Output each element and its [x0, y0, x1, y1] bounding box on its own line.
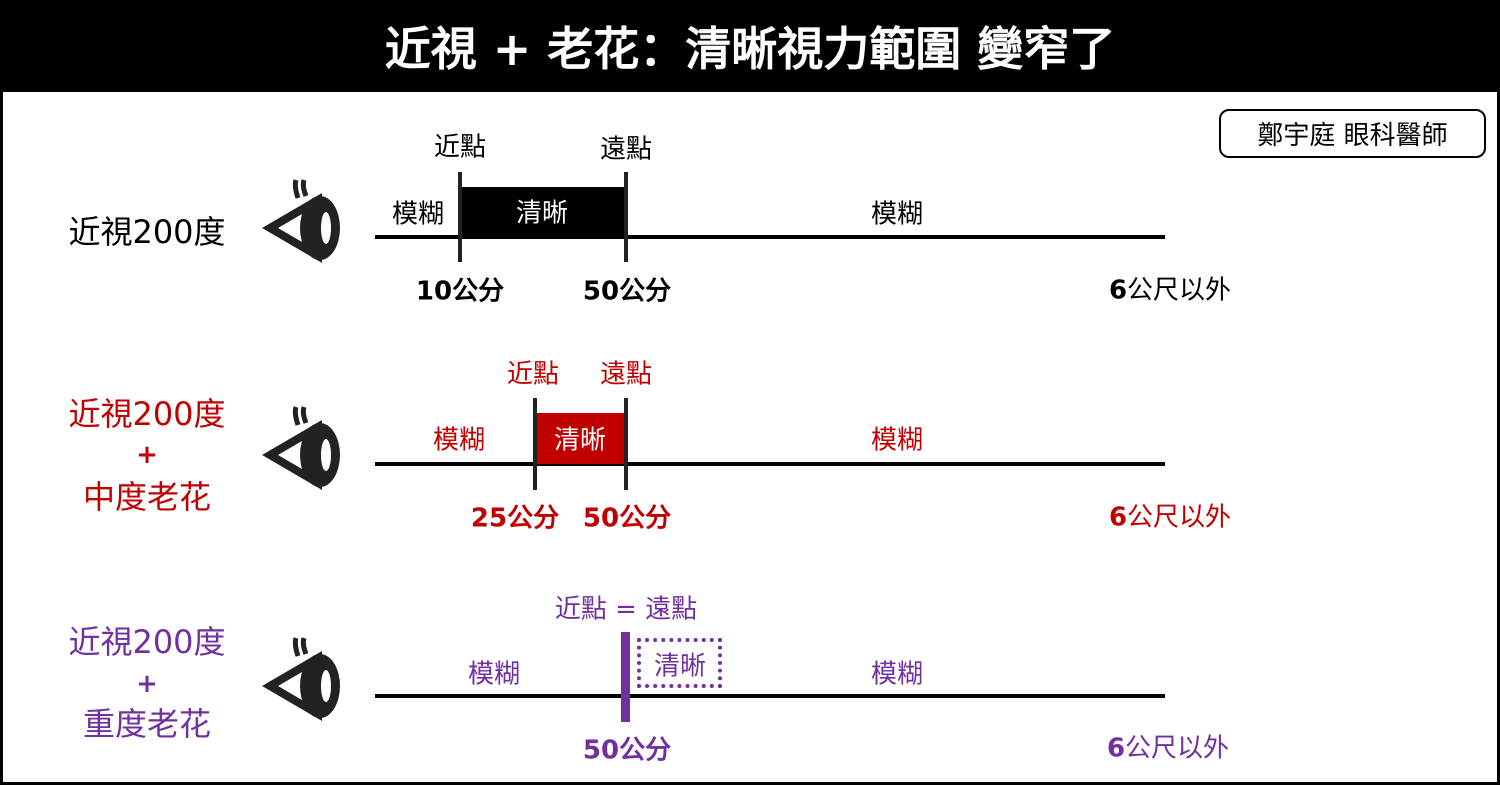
near-far-point-marker	[621, 632, 630, 722]
blur-left-label: 模糊	[391, 199, 445, 230]
near-distance: 10公分	[415, 276, 505, 307]
infinity-num: 6	[1106, 733, 1126, 764]
eye-icon	[240, 405, 340, 505]
row-label-plus: +	[136, 440, 158, 470]
far-point-label: 遠點	[599, 134, 653, 165]
near-point-label: 近點	[506, 359, 560, 390]
near-point-marker	[533, 398, 537, 490]
clear-range-bar	[535, 413, 626, 464]
infinity-num: 6	[1108, 275, 1128, 306]
distance-axis	[375, 462, 1165, 466]
near-point-marker	[458, 172, 462, 262]
clear-range-box	[637, 638, 722, 688]
eye-icon	[240, 636, 340, 736]
blur-right-label: 模糊	[870, 199, 924, 230]
row-label-sub: 重度老花	[82, 705, 212, 743]
row-label: 近視200度	[68, 395, 226, 433]
far-distance: 50公分	[582, 503, 672, 534]
blur-left-label: 模糊	[432, 425, 486, 456]
clear-label: 清晰	[553, 425, 607, 456]
far-point-marker	[624, 398, 628, 490]
point-label: 近點 = 遠點	[554, 594, 698, 625]
infinity-unit: 公尺以外	[1127, 502, 1232, 533]
author-badge: 鄭宇庭 眼科醫師	[1219, 109, 1486, 158]
row-label-plus: +	[136, 669, 158, 699]
far-point-marker	[624, 172, 628, 262]
far-point-label: 遠點	[599, 359, 653, 390]
infinity-num: 6	[1108, 502, 1128, 533]
distance-axis	[375, 694, 1165, 698]
infinity-distance: 6公尺以外	[1109, 497, 1231, 534]
clear-label: 清晰	[515, 198, 569, 229]
infinity-distance: 6公尺以外	[1109, 270, 1231, 307]
far-distance: 50公分	[582, 276, 672, 307]
row-label: 近視200度	[68, 213, 226, 251]
clear-label: 清晰	[653, 651, 707, 682]
blur-right-label: 模糊	[870, 659, 924, 690]
blur-left-label: 模糊	[467, 659, 521, 690]
near-point-label: 近點	[433, 132, 487, 163]
distance-axis	[375, 235, 1165, 239]
infinity-unit: 公尺以外	[1127, 275, 1232, 306]
diagram-frame	[0, 92, 1500, 785]
blur-right-label: 模糊	[870, 425, 924, 456]
far-distance: 50公分	[582, 735, 672, 766]
clear-range-bar	[460, 187, 626, 237]
page-title: 近視 + 老花：清晰視力範圍 變窄了	[0, 0, 1500, 92]
infinity-unit: 公尺以外	[1125, 733, 1230, 764]
eye-icon	[240, 178, 340, 278]
row-label-sub: 中度老花	[82, 478, 212, 516]
near-distance: 25公分	[470, 503, 560, 534]
infinity-distance: 6公尺以外	[1107, 728, 1229, 765]
row-label: 近視200度	[68, 623, 226, 661]
